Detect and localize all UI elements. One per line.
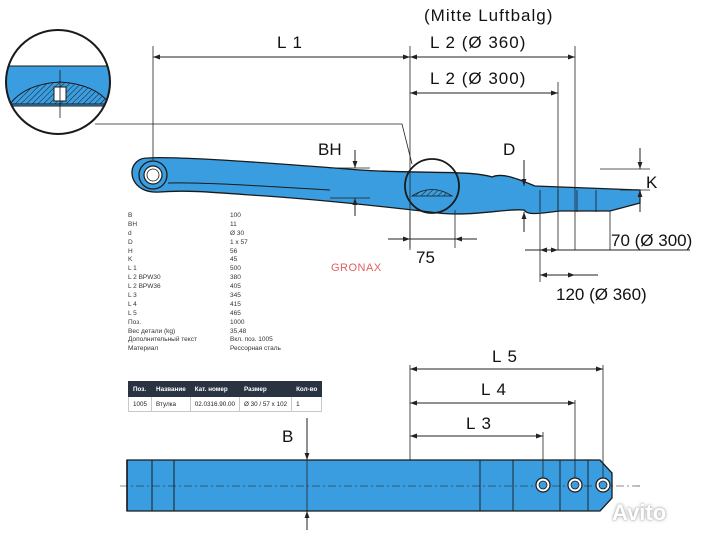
label-k: K [646,173,658,192]
spec-value: 1000 [230,318,245,326]
spring-top-view [120,459,640,512]
parts-cell: 02.0316.90.00 [189,396,241,412]
spec-row: Дополнительный текст Вкл. поз. 1005 [128,336,378,345]
spec-key: L 4 [128,300,137,308]
spec-row: L 4 415 [128,301,378,310]
label-b: B [282,427,293,446]
label-l4: L 4 [481,380,507,399]
spec-value: 465 [230,309,241,317]
label-l1: L 1 [277,33,303,52]
spec-value: 345 [230,292,241,300]
spec-row: L 2 BPW36 405 [128,283,378,292]
parts-header-cell: Кол-во [291,381,323,397]
label-l2-360: L 2 (Ø 360) [430,33,526,52]
spec-key: B [128,212,133,219]
spec-key: Поз. [128,318,141,326]
spec-value: 500 [230,265,241,273]
spec-value: 100 [230,212,241,219]
spec-key: L 2 BPW36 [128,283,161,291]
spec-row: L 1 500 [128,265,378,274]
spec-value: 56 [230,247,238,255]
spec-row: Вес детали (kg) 35,48 [128,328,378,337]
spec-row: Поз. 1000 [128,319,378,328]
spec-value: 35,48 [230,327,247,335]
spec-row: d Ø 30 [128,230,378,239]
detail-leader-line [95,123,413,165]
label-d: D [503,140,515,159]
label-l3: L 3 [466,414,492,433]
spec-value: Вкл. поз. 1005 [230,336,273,344]
parts-cell: 1005 [127,396,153,412]
parts-cell: 1 [291,396,323,412]
spec-row: L 2 BPW30 380 [128,274,378,283]
spec-row: B 100 [128,212,378,221]
spec-value: 415 [230,300,241,308]
brand-label: GRONAX [331,262,382,274]
spec-key: D [128,238,133,246]
label-l2-300: L 2 (Ø 300) [430,69,526,88]
spec-value: 11 [230,220,237,228]
spec-key: L 1 [128,265,137,273]
spec-row: L 3 345 [128,292,378,301]
parts-header-cell: Кат. номер [189,381,241,397]
parts-header-cell: Поз. [127,381,153,397]
label-l5: L 5 [492,347,518,366]
spec-value: 380 [230,274,241,282]
spec-row: L 5 465 [128,310,378,319]
spec-row: D 1 x 57 [128,239,378,248]
label-bh: BH [318,140,342,159]
spec-value: 405 [230,283,241,291]
spec-key: d [128,229,132,237]
spec-key: Вес детали (kg) [128,327,176,335]
spec-key: Материал [128,345,159,353]
spec-row: Материал Рессорная сталь [128,345,378,354]
spec-key: K [128,256,133,264]
spec-key: H [128,247,133,255]
parts-cell: Втулка [151,396,191,412]
detail-zoom-view [5,29,111,135]
spec-key: BH [128,220,138,228]
parts-header-cell: Размер [239,381,293,397]
detail-marker-circle [404,158,460,214]
spec-value: 1 x 57 [230,238,248,246]
spec-row: BH 11 [128,221,378,230]
spec-value: 45 [230,256,238,264]
spec-key: L 5 [128,309,137,317]
label-mitte-luftbalg: (Mitte Luftbalg) [424,6,553,25]
spec-value: Рессорная сталь [230,345,281,353]
spec-key: L 3 [128,292,137,300]
parts-header-cell: Название [151,381,191,397]
spec-row: K 45 [128,256,378,265]
avito-watermark: Avito [612,500,667,525]
spec-key: Дополнительный текст [128,336,197,344]
spec-value: Ø 30 [230,229,245,237]
label-70-300: 70 (Ø 300) [611,231,692,250]
parts-cell: Ø 30 / 57 x 102 [239,396,293,412]
spec-row: H 56 [128,248,378,257]
spec-key: L 2 BPW30 [128,274,161,282]
label-120-360: 120 (Ø 360) [556,285,647,304]
spring-side-view [131,156,641,215]
label-75: 75 [416,248,435,267]
